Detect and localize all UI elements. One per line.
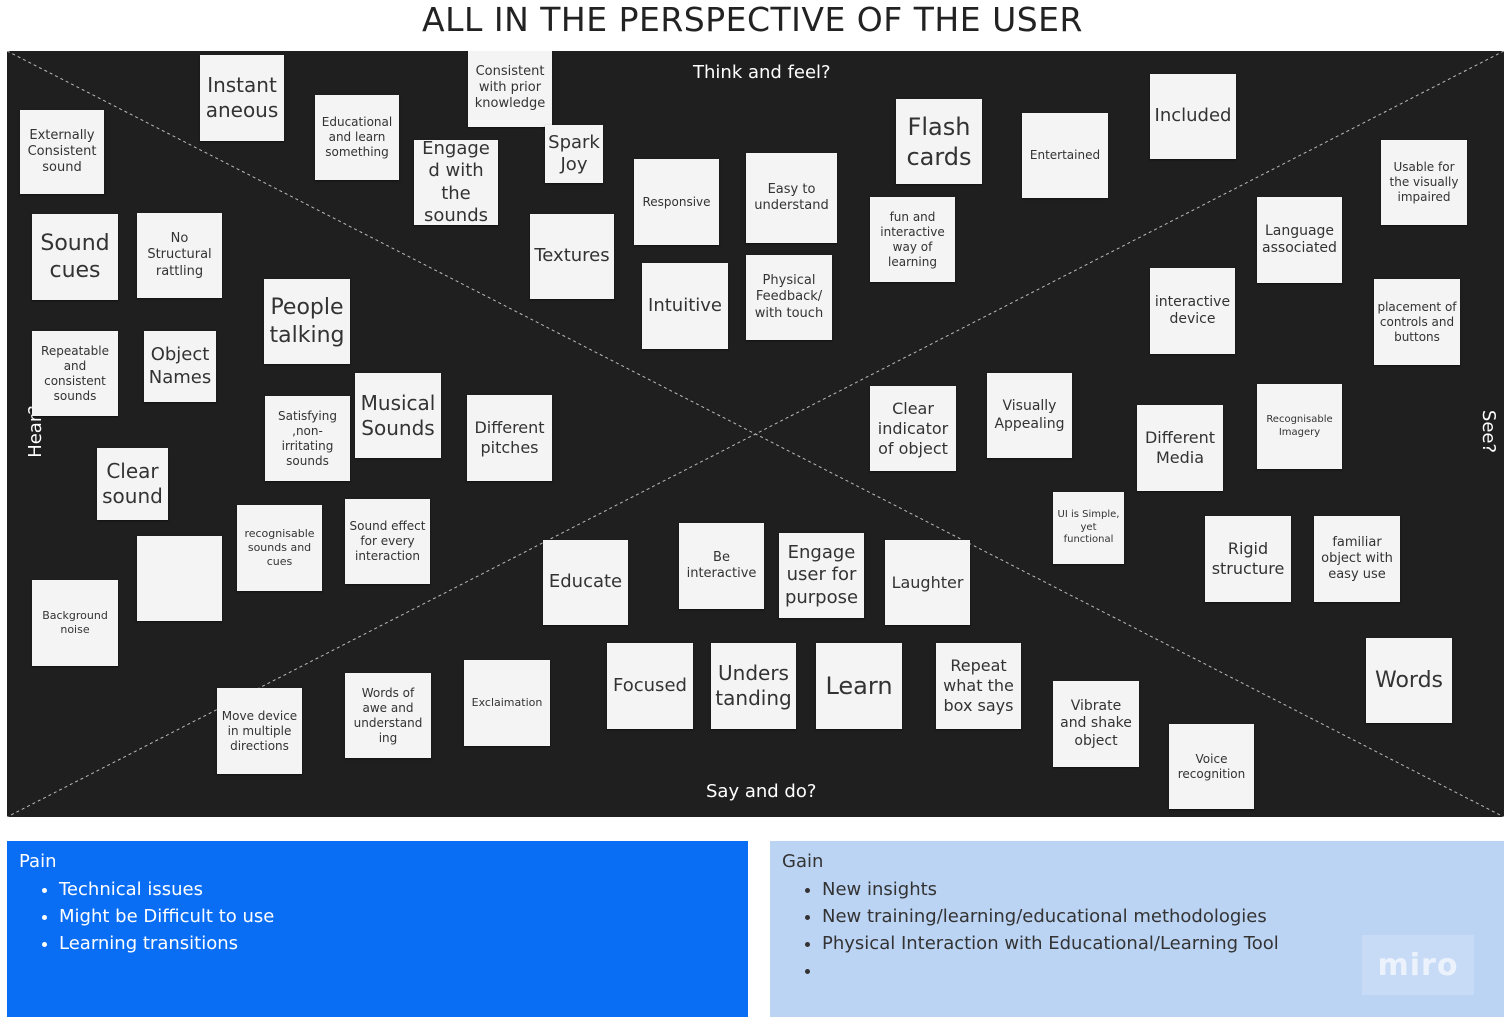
sticky-note[interactable]: Focused xyxy=(607,643,693,729)
gain-item: New insights xyxy=(822,876,1492,903)
quadrant-divider-lines xyxy=(7,51,1504,817)
sticky-note[interactable]: Physical Feedback/ with touch xyxy=(746,255,832,340)
gain-list: New insights New training/learning/educa… xyxy=(782,876,1492,984)
gain-item: Physical Interaction with Educational/Le… xyxy=(822,930,1492,957)
sticky-note[interactable]: fun and interactive way of learning xyxy=(870,197,955,282)
sticky-note[interactable]: placement of controls and buttons xyxy=(1374,279,1460,365)
sticky-note[interactable]: Sound cues xyxy=(32,214,118,300)
quadrant-label-see: See? xyxy=(1478,409,1500,454)
sticky-note[interactable]: People talking xyxy=(264,279,350,364)
sticky-note[interactable]: Sound effect for every interaction xyxy=(345,499,430,584)
sticky-note[interactable]: Clear sound xyxy=(97,448,168,520)
sticky-note[interactable]: Entertained xyxy=(1022,113,1108,198)
sticky-note[interactable]: Language associated xyxy=(1257,197,1342,283)
sticky-note[interactable]: Vibrate and shake object xyxy=(1053,681,1139,767)
sticky-note[interactable]: Be interactive xyxy=(679,523,764,609)
sticky-note[interactable]: Different pitches xyxy=(467,395,552,481)
miro-logo: miro xyxy=(1362,935,1474,995)
sticky-note[interactable]: UI is Simple, yet functional xyxy=(1053,492,1124,564)
sticky-note[interactable]: Spark Joy xyxy=(545,125,603,183)
sticky-note[interactable]: Repeat what the box says xyxy=(936,643,1021,729)
sticky-note[interactable]: Consistent with prior knowledge xyxy=(468,51,552,127)
empathy-map-board[interactable]: Think and feel? Say and do? Hear? See? I… xyxy=(7,51,1504,817)
sticky-note[interactable]: Engaged with the sounds xyxy=(414,140,498,225)
sticky-note[interactable]: Laughter xyxy=(885,540,970,625)
sticky-note[interactable]: Move device in multiple directions xyxy=(217,688,302,774)
sticky-note[interactable]: Satisfying ,non-irritating sounds xyxy=(265,396,350,481)
sticky-note[interactable]: recognisable sounds and cues xyxy=(237,505,322,591)
sticky-note[interactable] xyxy=(137,536,222,621)
sticky-note[interactable]: Included xyxy=(1150,74,1236,159)
page-title: ALL IN THE PERSPECTIVE OF THE USER xyxy=(422,0,1083,39)
sticky-note[interactable]: Easy to understand xyxy=(746,153,837,243)
sticky-note[interactable]: interactive device xyxy=(1150,268,1235,354)
sticky-note[interactable]: familiar object with easy use xyxy=(1314,516,1400,602)
sticky-note[interactable]: Textures xyxy=(530,214,614,299)
sticky-note[interactable]: Unders tanding xyxy=(711,643,796,729)
sticky-note[interactable]: Musical Sounds xyxy=(355,373,441,458)
sticky-note[interactable]: Instant aneous xyxy=(200,55,284,141)
sticky-note[interactable]: Educational and learn something xyxy=(315,95,399,180)
sticky-note[interactable]: Words of awe and understand ing xyxy=(345,673,431,758)
sticky-note[interactable]: Different Media xyxy=(1137,405,1223,491)
sticky-note[interactable]: Learn xyxy=(816,643,902,729)
sticky-note[interactable]: Educate xyxy=(543,540,628,625)
sticky-note[interactable]: Recognisable Imagery xyxy=(1257,384,1342,469)
sticky-note[interactable]: Rigid structure xyxy=(1205,516,1291,602)
sticky-note[interactable]: Exclaimation xyxy=(464,660,550,746)
sticky-note[interactable]: Repeatable and consistent sounds xyxy=(32,331,118,416)
pain-list: Technical issues Might be Difficult to u… xyxy=(19,876,736,957)
sticky-note[interactable]: Background noise xyxy=(32,580,118,666)
sticky-note[interactable]: Visually Appealing xyxy=(987,373,1072,458)
sticky-note[interactable]: Voice recognition xyxy=(1169,724,1254,809)
sticky-note[interactable]: Usable for the visually impaired xyxy=(1381,140,1467,225)
pain-panel: Pain Technical issues Might be Difficult… xyxy=(7,841,748,1017)
sticky-note[interactable]: Clear indicator of object xyxy=(870,386,956,471)
sticky-note[interactable]: Flash cards xyxy=(896,99,982,184)
pain-item: Might be Difficult to use xyxy=(59,903,736,930)
quadrant-label-say-do: Say and do? xyxy=(706,781,817,802)
sticky-note[interactable]: Responsive xyxy=(634,159,719,245)
pain-item: Learning transitions xyxy=(59,930,736,957)
sticky-note[interactable]: Words xyxy=(1366,638,1452,723)
pain-title: Pain xyxy=(19,851,57,872)
gain-title: Gain xyxy=(782,851,824,872)
sticky-note[interactable]: No Structural rattling xyxy=(137,213,222,298)
gain-panel: Gain New insights New training/learning/… xyxy=(770,841,1504,1017)
sticky-note[interactable]: Intuitive xyxy=(642,263,728,349)
sticky-note[interactable]: Externally Consistent sound xyxy=(20,110,104,194)
quadrant-label-think-feel: Think and feel? xyxy=(693,62,831,83)
sticky-note[interactable]: Engage user for purpose xyxy=(779,533,864,618)
pain-item: Technical issues xyxy=(59,876,736,903)
gain-item: New training/learning/educational method… xyxy=(822,903,1492,930)
sticky-note[interactable]: Object Names xyxy=(144,331,216,402)
